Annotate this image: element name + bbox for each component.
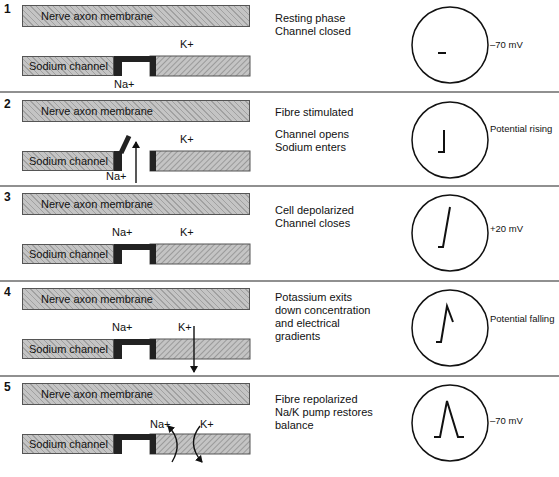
ion-label: Na+ bbox=[114, 78, 135, 91]
ion-label: K+ bbox=[180, 133, 194, 146]
panel-number: 4 bbox=[4, 286, 11, 299]
panel-number: 1 bbox=[4, 3, 11, 16]
gate-pillar bbox=[114, 244, 122, 264]
gate-pillar bbox=[150, 339, 156, 359]
voltage-label: +20 mV bbox=[490, 222, 523, 235]
membrane-segment bbox=[150, 56, 250, 76]
gate-pillar bbox=[114, 434, 122, 454]
potential-label: Potential rising bbox=[490, 122, 552, 135]
oscilloscope-circle bbox=[412, 102, 488, 178]
band-label: Sodium channel bbox=[29, 245, 108, 263]
gate-closed bbox=[122, 56, 150, 62]
ion-label: K+ bbox=[200, 418, 214, 431]
membrane-band: Nerve axon membrane bbox=[22, 100, 250, 122]
sodium-channel-band: Sodium channel bbox=[22, 244, 114, 264]
potassium-outflow-arrow bbox=[193, 326, 194, 372]
phase-description: Fibre stimulated bbox=[275, 106, 353, 119]
divider-line bbox=[0, 280, 559, 281]
oscilloscope-circle bbox=[412, 385, 488, 461]
phase-description: Potassium exits down concentration and e… bbox=[275, 291, 377, 343]
band-label: Sodium channel bbox=[29, 152, 108, 170]
potential-trace bbox=[438, 130, 444, 152]
membrane-segment bbox=[150, 434, 250, 454]
gate-pillar bbox=[114, 339, 122, 359]
panel-number: 5 bbox=[4, 381, 11, 394]
potential-label: Potential falling bbox=[490, 312, 554, 325]
gate-pillar bbox=[150, 56, 156, 76]
band-label: Sodium channel bbox=[29, 57, 108, 75]
divider-line bbox=[0, 375, 559, 376]
ion-label: Na+ bbox=[106, 170, 127, 183]
ion-label: K+ bbox=[180, 38, 194, 51]
band-label: Nerve axon membrane bbox=[41, 289, 153, 309]
band-label: Nerve axon membrane bbox=[41, 6, 153, 26]
membrane-band: Nerve axon membrane bbox=[22, 383, 250, 405]
membrane-segment bbox=[150, 244, 250, 264]
oscilloscope-circle bbox=[412, 195, 488, 271]
phase-description: Channel opens Sodium enters bbox=[275, 128, 363, 154]
phase-description: Fibre repolarized Na/K pump restores bal… bbox=[275, 393, 377, 432]
membrane-band: Nerve axon membrane bbox=[22, 5, 250, 27]
sodium-channel-band: Sodium channel bbox=[22, 151, 114, 171]
oscilloscope-circle bbox=[412, 290, 488, 366]
ion-label: Na+ bbox=[112, 226, 133, 239]
gate-pillar bbox=[150, 434, 156, 454]
divider-line bbox=[0, 185, 559, 186]
pump-arrow bbox=[168, 426, 177, 462]
panel-number: 2 bbox=[4, 98, 11, 111]
ion-label: K+ bbox=[180, 226, 194, 239]
sodium-channel-band: Sodium channel bbox=[22, 339, 114, 359]
divider-line bbox=[0, 91, 559, 92]
band-label: Nerve axon membrane bbox=[41, 384, 153, 404]
potential-trace bbox=[434, 401, 464, 437]
potential-trace bbox=[436, 306, 453, 342]
gate-pillar bbox=[114, 151, 122, 171]
sodium-inflow-arrow bbox=[135, 142, 136, 183]
ion-label: Na+ bbox=[112, 321, 133, 334]
band-label: Nerve axon membrane bbox=[41, 194, 153, 214]
gate-pillar bbox=[150, 151, 156, 171]
membrane-band: Nerve axon membrane bbox=[22, 288, 250, 310]
pump-arrow bbox=[193, 426, 202, 462]
oscilloscope-circle bbox=[412, 7, 488, 83]
oscilloscope-screens bbox=[412, 7, 488, 461]
potential-trace bbox=[438, 52, 446, 54]
membrane-segment bbox=[150, 339, 250, 359]
panel-dividers bbox=[0, 92, 559, 376]
band-label: Nerve axon membrane bbox=[41, 101, 153, 121]
panel-number: 3 bbox=[4, 191, 11, 204]
gate-closed bbox=[122, 339, 150, 345]
gate-pillar bbox=[150, 244, 156, 264]
band-label: Sodium channel bbox=[29, 435, 108, 453]
sodium-channel-band: Sodium channel bbox=[22, 434, 114, 454]
gate-closed bbox=[122, 244, 150, 250]
voltage-label: –70 mV bbox=[490, 414, 523, 427]
gate-closed bbox=[122, 434, 150, 440]
ion-label: K+ bbox=[178, 321, 192, 334]
gate-pillar bbox=[114, 56, 122, 76]
potential-trace bbox=[438, 207, 450, 247]
band-label: Sodium channel bbox=[29, 340, 108, 358]
voltage-label: –70 mV bbox=[490, 38, 523, 51]
phase-description: Resting phase Channel closed bbox=[275, 12, 359, 38]
membrane-band: Nerve axon membrane bbox=[22, 193, 250, 215]
ion-label: Na+ bbox=[150, 418, 171, 431]
membrane-segment bbox=[150, 151, 250, 171]
phase-description: Cell depolarized Channel closes bbox=[275, 204, 365, 230]
sodium-channel-band: Sodium channel bbox=[22, 56, 114, 76]
gate-open bbox=[121, 136, 129, 153]
